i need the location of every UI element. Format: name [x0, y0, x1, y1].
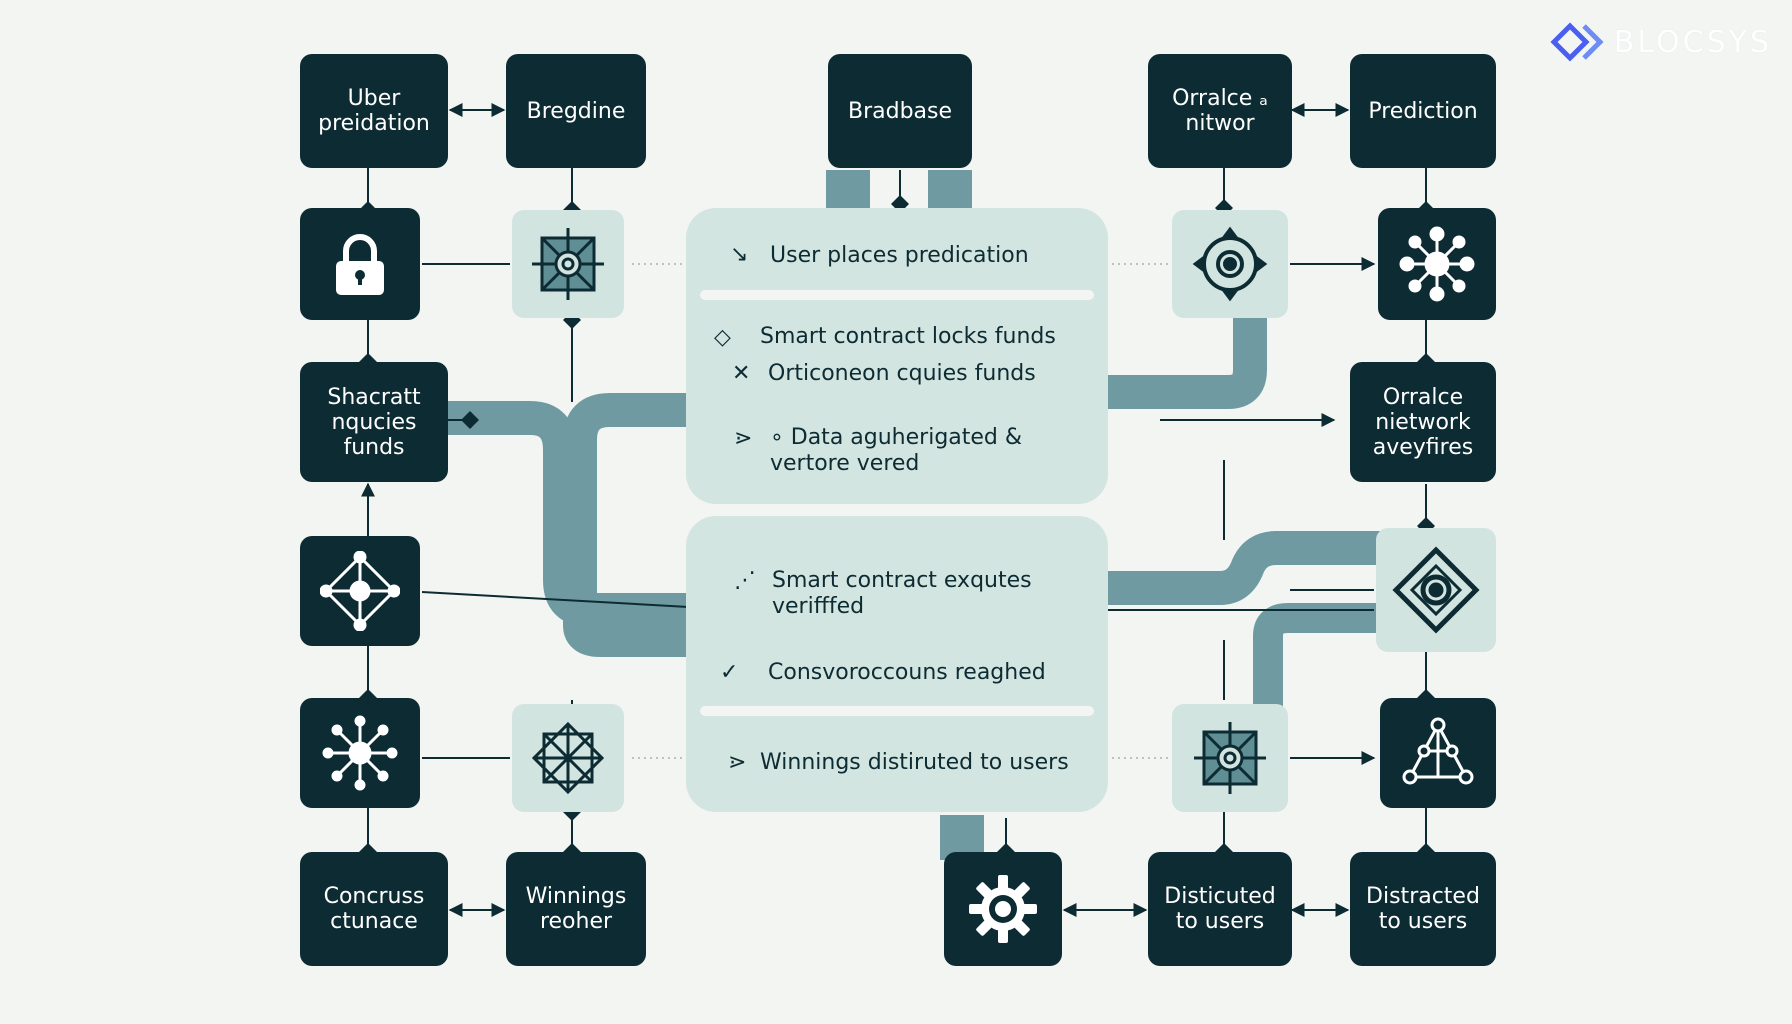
step-smart-contract-executes: Smart contract exqutes verifffed [772, 568, 1032, 619]
steps-panel-top [686, 208, 1108, 504]
step-glyph: ✕ [732, 361, 751, 386]
hub-network-icon[interactable] [1378, 208, 1496, 320]
brand-logo: BLOCSYS [1550, 22, 1772, 62]
lock-icon[interactable] [300, 208, 420, 320]
node-shacratt[interactable]: Shacratt nqucies funds [300, 362, 448, 482]
network-diamond-icon[interactable] [300, 536, 420, 646]
step-consensus-reached: Consvoroccouns reaghed [768, 660, 1046, 685]
step-glyph: ⋰ [734, 568, 756, 593]
step-orticoneon-funds: Orticoneon cquies funds [768, 361, 1036, 386]
pipe-right-lower [1253, 603, 1380, 730]
step-smart-contract-locks-funds: Smart contract locks funds [760, 324, 1056, 349]
step-glyph: ⋗ [734, 426, 753, 451]
node-prediction[interactable]: Prediction [1350, 54, 1496, 168]
steps-panel-bottom [686, 516, 1108, 812]
node-orralce-network[interactable]: Orralce nietwork aveyfires [1350, 362, 1496, 482]
node-bregdine[interactable]: Bregdine [506, 54, 646, 168]
panel-divider [700, 290, 1094, 300]
target-ring-icon[interactable] [1172, 210, 1288, 318]
node-orralce-nitwor[interactable]: Orralce ₐ nitwor [1148, 54, 1292, 168]
step-user-places-prediction: User places predication [770, 243, 1029, 268]
node-bradbase[interactable]: Bradbase [828, 54, 972, 168]
hub-spokes-icon[interactable] [300, 698, 420, 808]
framed-target-icon[interactable] [512, 210, 624, 318]
triangle-network-icon[interactable] [1380, 698, 1496, 808]
framed-target-icon[interactable] [1172, 704, 1288, 812]
step-glyph: ↘ [730, 242, 749, 267]
step-glyph: ⋗ [728, 750, 747, 775]
diamond-logo-icon [1550, 22, 1604, 62]
pipe-right-upper [1108, 531, 1380, 605]
step-data-aggregated: ∘ Data aguherigated & vertore vered [770, 425, 1023, 476]
teal-pipes [448, 170, 1380, 860]
pipe-left-lower [563, 393, 690, 657]
geometric-star-icon[interactable] [512, 704, 624, 812]
node-distracted[interactable]: Distracted to users [1350, 852, 1496, 966]
gear-icon[interactable] [944, 852, 1062, 966]
panel-divider [700, 706, 1094, 716]
thin-connectors [359, 103, 1435, 917]
step-winnings-distributed: Winnings distiruted to users [760, 750, 1069, 775]
node-concruss[interactable]: Concruss ctunace [300, 852, 448, 966]
diamond-target-icon[interactable] [1376, 528, 1496, 652]
node-uber-prediation[interactable]: Uber preidation [300, 54, 448, 168]
step-glyph: ◇ [714, 325, 731, 350]
pipe-right-top [1108, 290, 1267, 409]
node-disticuted[interactable]: Disticuted to users [1148, 852, 1292, 966]
step-glyph: ✓ [720, 660, 739, 685]
brand-name: BLOCSYS [1613, 24, 1772, 60]
node-winnings-reoher[interactable]: Winnings reoher [506, 852, 646, 966]
